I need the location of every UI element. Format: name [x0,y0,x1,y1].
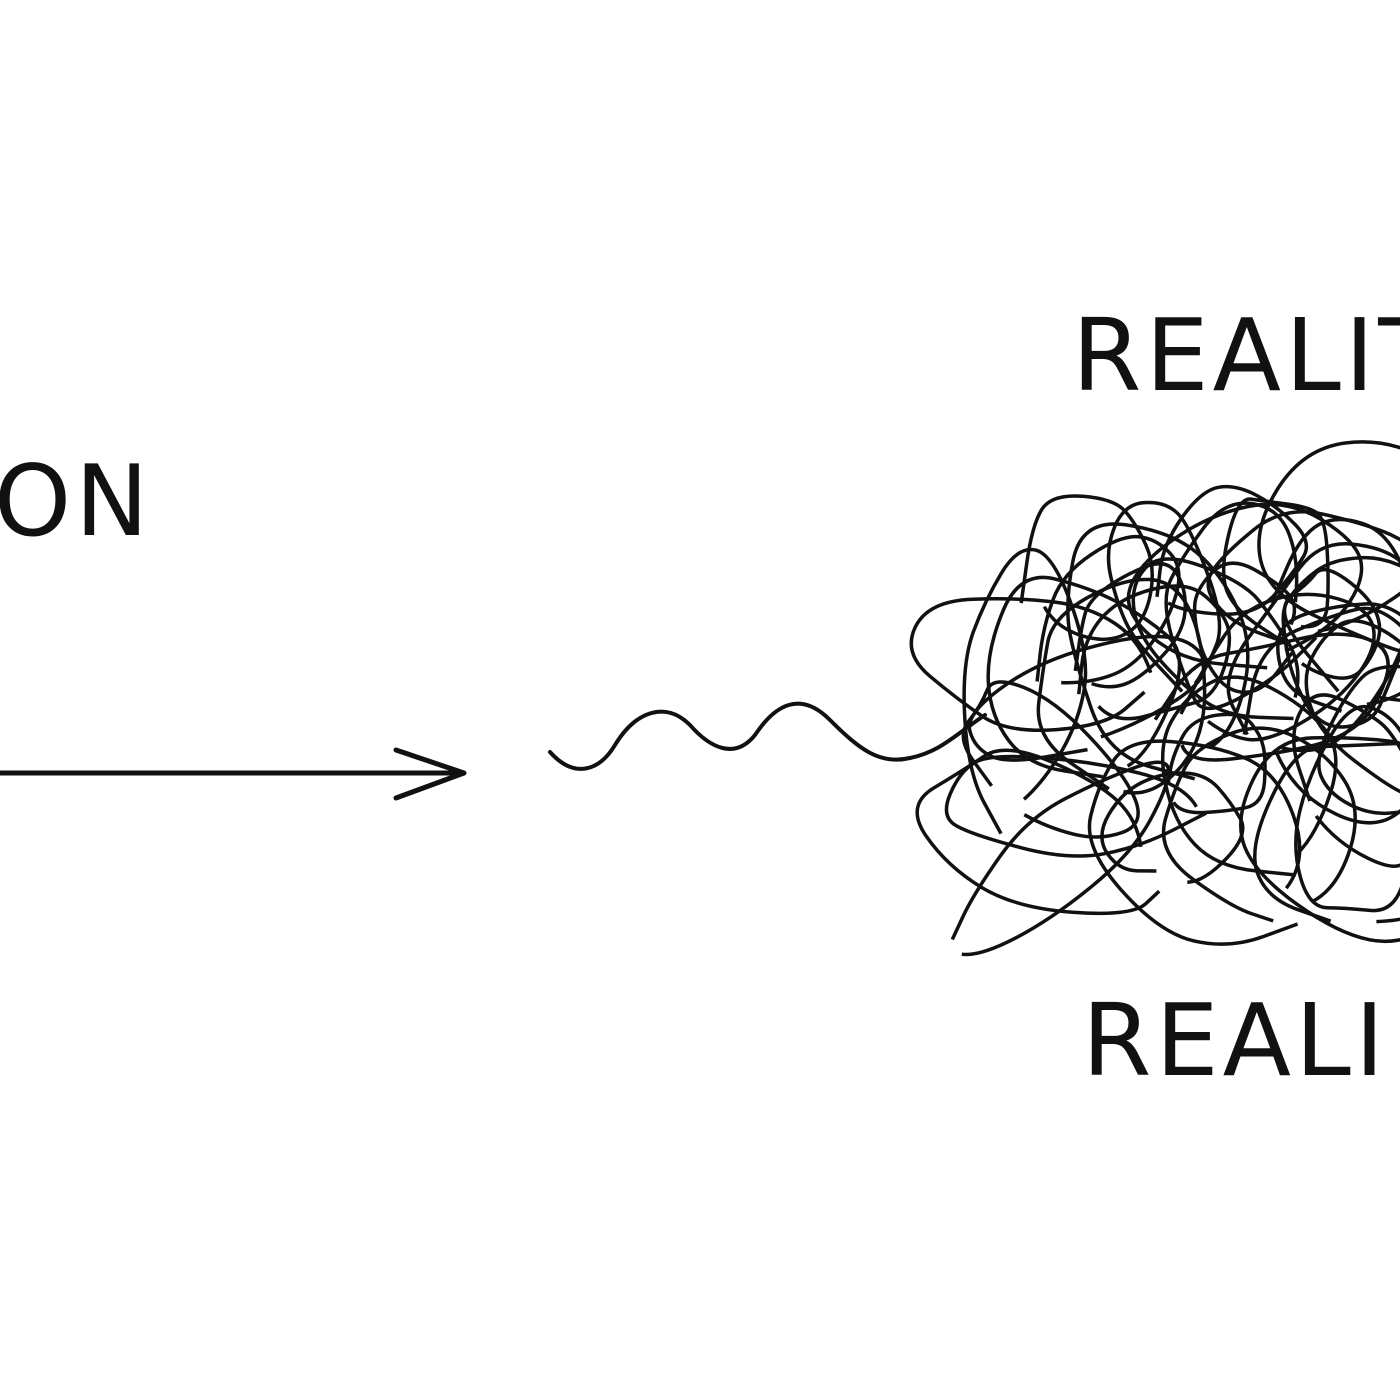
scribble-loop [1073,561,1187,689]
scribble-loop [950,760,1171,957]
scribble-loop [1179,592,1376,742]
scribble-loop [1161,726,1357,923]
scribble-loop [1100,771,1245,884]
scribble-loop [1131,557,1300,721]
scribble-loop [1317,664,1400,816]
scribble-loop [909,597,1153,732]
scribble-loop [962,547,1088,835]
scribble-loop [1253,741,1400,924]
scribble-loop [1160,675,1338,877]
scribble-loop [1242,606,1400,825]
scribble-loop [1257,440,1400,653]
scribble-loop [1281,567,1382,680]
wavy-line [548,701,987,771]
tangled-scribble [909,440,1400,957]
scribble-loop [1087,739,1302,946]
scribble-loop [1166,712,1267,815]
scribble-loop [1294,704,1400,913]
scribble-loop [1282,555,1400,703]
scribble-loop [1270,517,1400,729]
top-right-label: REALIT [1072,297,1400,414]
scribble-loop [1066,522,1250,781]
scribble-loop [1126,502,1364,670]
scribble-loop [1077,584,1232,721]
scribble-loop [1239,735,1400,944]
scribble-loop [1221,497,1330,645]
straight-arrow [0,747,467,801]
scribble-loop [915,748,1161,916]
arrow-head [393,747,467,801]
scribble-loop [1035,534,1181,685]
scribble-loop [1304,619,1400,794]
scribble-loop [1206,510,1400,646]
scribble-loop [1276,602,1400,713]
scribble-loop [1226,542,1400,753]
scribble-loop [967,634,1207,762]
bottom-right-label: REALI [1082,982,1388,1099]
left-label: ON [0,445,152,559]
